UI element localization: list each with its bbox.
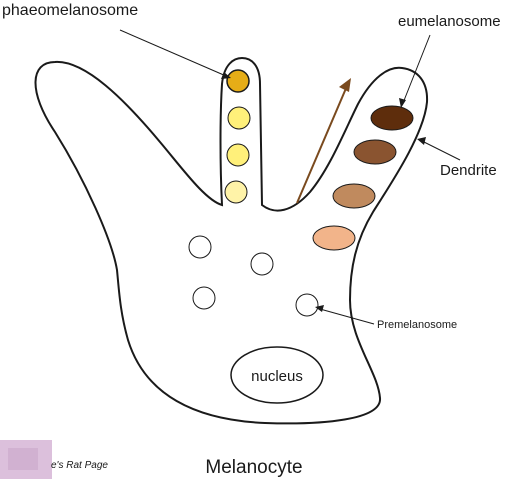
- phaeomelanosome-label: phaeomelanosome: [2, 2, 138, 19]
- premelanosome-2: [251, 253, 273, 275]
- phaeomelanosome-1: [227, 70, 249, 92]
- eumelanosome-4: [313, 226, 355, 250]
- dendrite-pointer-head: [417, 137, 426, 145]
- eumelanosome-label: eumelanosome: [398, 13, 501, 30]
- diagram-title: Melanocyte: [205, 457, 302, 478]
- transport-arrowhead: [339, 78, 351, 92]
- watermark-text: e's Rat Page: [51, 460, 108, 471]
- phaeomelanosome-4: [225, 181, 247, 203]
- phaeomelanosome-3: [227, 144, 249, 166]
- phaeomelanosome-pointer: [120, 30, 226, 76]
- watermark-swatch-shade: [8, 448, 38, 470]
- premelanosome-4: [296, 294, 318, 316]
- eumelanosome-3: [333, 184, 375, 208]
- eumelanosome-2: [354, 140, 396, 164]
- dendrite-label: Dendrite: [440, 162, 497, 179]
- dendrite-pointer: [422, 141, 460, 160]
- nucleus-label: nucleus: [251, 368, 303, 385]
- premelanosome-label: Premelanosome: [377, 319, 457, 331]
- phaeomelanosome-2: [228, 107, 250, 129]
- premelanosome-3: [193, 287, 215, 309]
- eumelanosome-1: [371, 106, 413, 130]
- premelanosome-1: [189, 236, 211, 258]
